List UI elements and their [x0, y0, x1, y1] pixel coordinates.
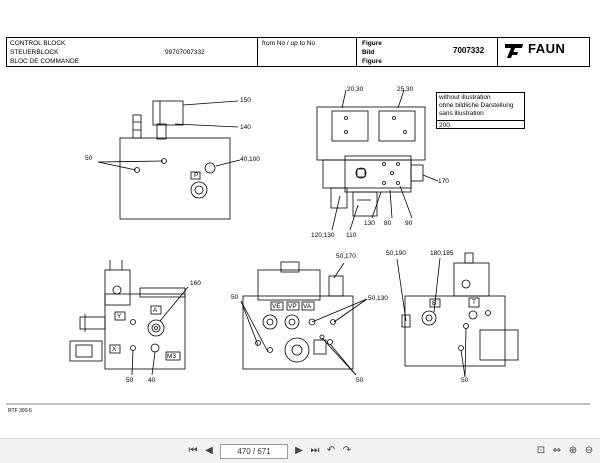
view-top-right	[316, 89, 439, 231]
title-block	[6, 37, 590, 67]
zoom-in-icon[interactable]: ⊕	[568, 445, 578, 456]
note-box	[436, 92, 525, 129]
callout-50-c: 50	[231, 294, 239, 301]
callout-160: 160	[190, 280, 201, 287]
brand-name: FAUN	[528, 41, 566, 56]
callout-50-d: 50	[356, 377, 364, 384]
next-view-icon[interactable]: ↷	[342, 445, 352, 456]
callout-50-170: 50,170	[336, 253, 356, 260]
note-value: 200	[439, 122, 450, 129]
callout-120-130: 120,130	[311, 232, 335, 239]
previous-view-icon[interactable]: ↶	[326, 445, 336, 456]
port-label-a: A	[153, 307, 158, 314]
last-page-icon[interactable]: ⏭	[310, 445, 320, 456]
title-name-fr: BLOC DE COMMANDE	[10, 58, 79, 65]
figure-label-de: Bild	[362, 49, 375, 56]
next-page-icon[interactable]: ▶	[295, 445, 303, 456]
callout-90: 90	[405, 220, 413, 227]
callout-150: 150	[240, 97, 251, 104]
zoom-out-icon[interactable]: ⊖	[584, 445, 594, 456]
callout-50-190: 50,190	[386, 250, 406, 257]
figure-label-fr: Figure	[362, 58, 382, 65]
port-label-t: T	[472, 299, 476, 306]
footer-code: RTF 300-6	[8, 408, 32, 414]
first-page-icon[interactable]: ⏮	[188, 445, 198, 456]
view-bottom-center	[240, 261, 368, 376]
port-label-p: P	[194, 172, 199, 179]
port-label-x: X	[112, 346, 117, 353]
faun-logo-icon	[505, 44, 523, 58]
prev-page-icon[interactable]: ◀	[205, 445, 213, 456]
callout-80: 80	[384, 220, 392, 227]
callout-50-130: 50,130	[368, 295, 388, 302]
range-label: from No / up to No	[262, 40, 316, 47]
callout-50-a: 50	[85, 155, 93, 162]
viewer-toolbar: ⏮ ◀ 470 / 671 ▶ ⏭ ↶ ↷ ⊡ ⇔ ⊕ ⊖	[0, 438, 600, 463]
title-name-de: STEUERBLOCK	[10, 49, 59, 56]
note-line-fr: sans illustration	[439, 110, 484, 117]
technical-drawing	[6, 89, 590, 405]
callout-170: 170	[438, 178, 449, 185]
callout-110: 110	[346, 232, 357, 239]
port-label-y: Y	[117, 313, 122, 320]
figure-label-en: Figure	[362, 40, 382, 47]
callout-40: 40	[148, 377, 156, 384]
callout-50-b: 50	[126, 377, 134, 384]
part-number: 99707007332	[165, 49, 205, 56]
note-line-de: ohne bildliche Darstellung	[439, 102, 514, 109]
callout-25-30: 25,30	[397, 86, 414, 93]
callout-20-30: 20,30	[347, 86, 364, 93]
page-number-input[interactable]: 470 / 671	[220, 444, 288, 459]
drawing-sheet: CONTROL BLOCK STEUERBLOCK BLOC DE COMMAN…	[6, 37, 590, 414]
fit-page-icon[interactable]: ⊡	[536, 445, 546, 456]
port-label-m3: M3	[167, 353, 177, 360]
callout-140: 140	[240, 124, 251, 131]
callout-40-100: 40,100	[240, 156, 260, 163]
title-name-en: CONTROL BLOCK	[10, 40, 66, 47]
note-line-en: without illustration	[439, 94, 491, 101]
view-bottom-left	[69, 260, 189, 376]
callout-50-e: 50	[461, 377, 469, 384]
port-label-va: VA	[303, 303, 312, 310]
figure-number: 7007332	[453, 46, 485, 55]
view-top-left	[97, 100, 241, 220]
callout-130: 130	[364, 220, 375, 227]
port-label-b: B	[432, 300, 437, 307]
page-gap	[0, 420, 600, 438]
fit-width-icon[interactable]: ⇔	[552, 445, 562, 456]
view-bottom-right	[396, 252, 519, 378]
port-label-ve: VE	[272, 303, 281, 310]
callout-180-185: 180,185	[430, 250, 454, 257]
port-label-vp: VP	[288, 303, 297, 310]
